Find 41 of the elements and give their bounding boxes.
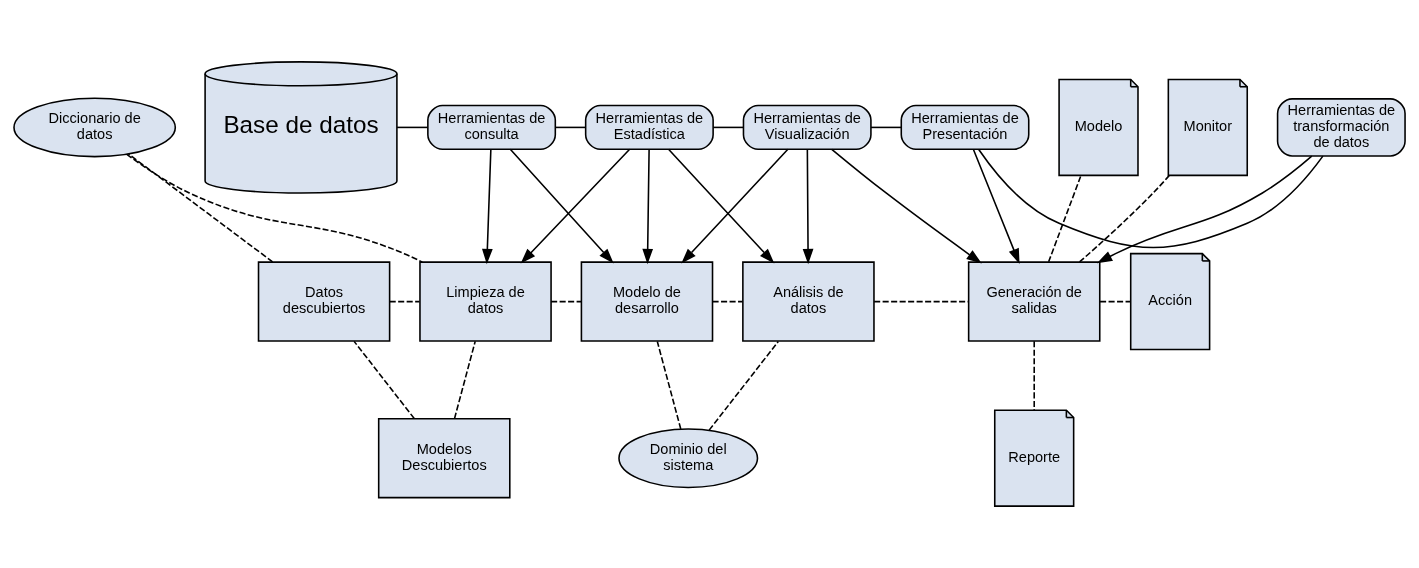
node-ellipse: Dominio del sistema bbox=[618, 428, 759, 489]
arrow bbox=[481, 148, 493, 265]
connector bbox=[388, 300, 421, 303]
arrow bbox=[642, 148, 654, 265]
connector bbox=[1047, 174, 1082, 263]
node-ellipse: Diccionario de datos bbox=[13, 97, 177, 158]
connector bbox=[127, 153, 274, 263]
node-box: Herramientas de transformación de datos bbox=[1276, 98, 1406, 157]
connector bbox=[126, 153, 424, 263]
arrow bbox=[509, 148, 614, 264]
connector bbox=[656, 340, 682, 430]
connector bbox=[1033, 340, 1035, 411]
connector bbox=[708, 340, 780, 431]
arrow bbox=[972, 148, 1020, 265]
node-box: Herramientas de Visualización bbox=[742, 104, 872, 151]
connector bbox=[870, 126, 902, 129]
node-box: Generación de salidas bbox=[967, 261, 1101, 342]
arrow bbox=[831, 148, 982, 264]
connector bbox=[554, 126, 587, 129]
connector bbox=[711, 300, 744, 303]
node-box: Herramientas de Presentación bbox=[900, 104, 1030, 151]
node-box: Herramientas de Estadística bbox=[584, 104, 714, 151]
connector bbox=[396, 126, 429, 129]
arrow bbox=[802, 148, 814, 265]
connector bbox=[550, 300, 582, 303]
node-box: Datos descubiertos bbox=[257, 261, 391, 342]
arrow bbox=[667, 148, 775, 264]
connector bbox=[453, 340, 476, 420]
arrow bbox=[520, 148, 631, 264]
node-box: Limpieza de datos bbox=[419, 261, 552, 342]
node-box: Modelos Descubiertos bbox=[377, 417, 511, 499]
node-box: Herramientas de consulta bbox=[427, 104, 557, 151]
connector bbox=[977, 148, 1324, 249]
node-box: Modelo de desarrollo bbox=[580, 261, 714, 342]
connector bbox=[353, 340, 415, 420]
node-box: Análisis de datos bbox=[742, 261, 875, 342]
connector bbox=[1099, 300, 1131, 303]
connector bbox=[712, 126, 745, 129]
connector bbox=[873, 300, 970, 303]
arrow bbox=[681, 148, 789, 264]
connector bbox=[1078, 174, 1170, 263]
